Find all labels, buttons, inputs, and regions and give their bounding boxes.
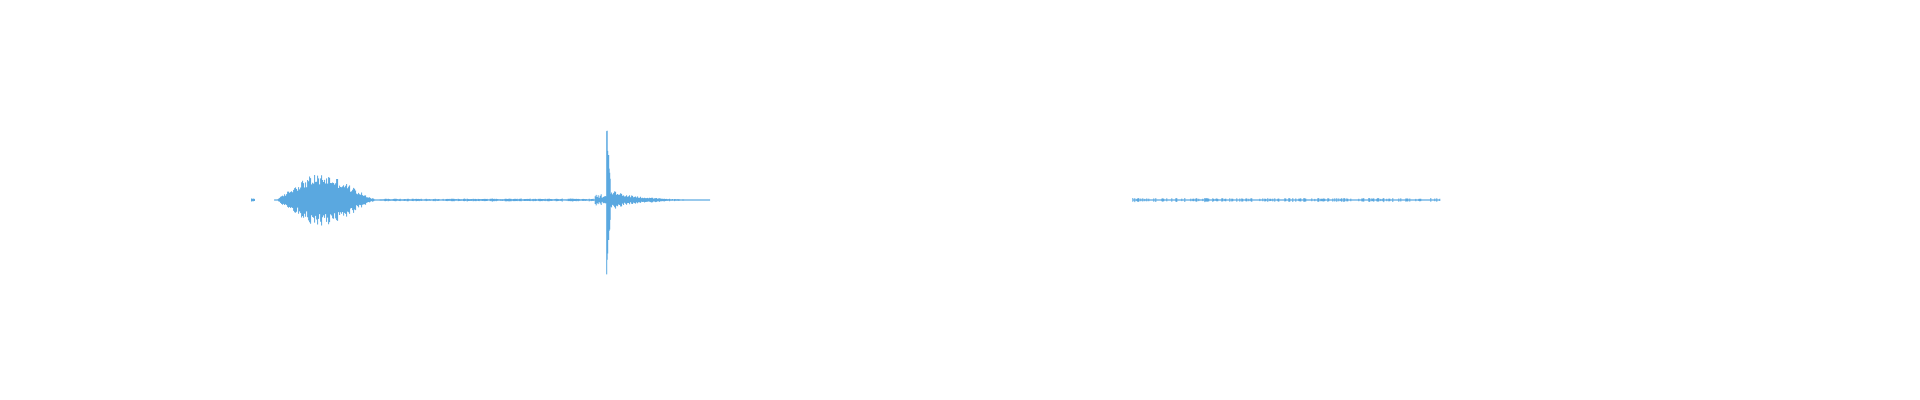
waveform [251,130,1441,275]
waveform-segment [610,191,711,209]
waveform-peaks [1132,198,1441,203]
waveform-peaks [379,198,596,202]
waveform-segment [274,175,381,226]
waveform-peaks [251,198,255,202]
waveform-peaks [610,191,711,209]
waveform-segment [606,130,611,275]
waveform-peaks [606,130,611,275]
waveform-segment [251,198,255,202]
waveform-segment [594,194,607,206]
waveform-segment [379,198,596,202]
waveform-peaks [274,175,381,226]
waveform-segment [1132,198,1441,203]
waveform-peaks [594,194,607,206]
